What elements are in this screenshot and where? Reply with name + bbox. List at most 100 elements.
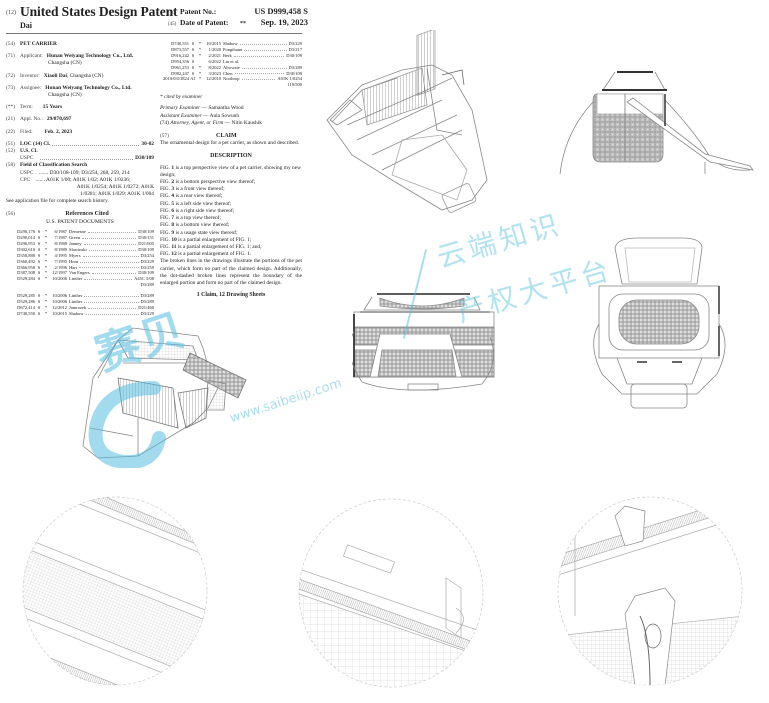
ref-patent-number: D954,356 <box>171 58 189 64</box>
ref-star: * <box>44 304 48 310</box>
fig-number: 9 <box>171 229 175 236</box>
ref-patent-number: D366,958 <box>17 264 35 270</box>
patent-date: Sep. 19, 2023 <box>260 17 308 27</box>
fig-number: 3 <box>171 186 175 193</box>
ref-star: * <box>44 246 48 252</box>
ref-kind: A1 <box>190 76 196 82</box>
references-subheading: U.S. PATENT DOCUMENTS <box>46 218 114 225</box>
field-inventor: (72) Inventor:Xiaoli Dai, Changsha (CN) <box>6 73 154 80</box>
figure-list: FIG. 1 is a top perspective view of a pe… <box>160 165 302 259</box>
fig-text: is a partial enlargement of FIG. 1; <box>178 236 252 243</box>
uspc-label: USPC <box>20 169 34 176</box>
ref-star: * <box>198 70 202 76</box>
ref-star: * <box>44 229 48 235</box>
ref-class: D30/109 <box>286 52 302 58</box>
ref-date: 2/1996 <box>54 264 67 270</box>
ref-class: D3/289 <box>140 293 155 299</box>
doc-type-title: United States Design Patent <box>20 4 178 19</box>
fig-prefix: FIG. <box>160 215 171 222</box>
ref-name: Green <box>69 234 80 240</box>
appl-no-value: 29/870,697 <box>46 116 72 123</box>
ref-star: * <box>198 46 202 52</box>
ref-date: 12/1997 <box>52 270 67 276</box>
ref-star: * <box>44 276 48 282</box>
fig-number: 5 <box>171 200 175 207</box>
figure-description: FIG. 4 is a rear view thereof; <box>160 193 302 200</box>
field-search: (58) Field of Classification Search USPC… <box>6 162 154 205</box>
figure-description: FIG. 12 is a partial enlargement of FIG.… <box>160 251 302 258</box>
description-heading: DESCRIPTION <box>210 153 252 160</box>
ref-patent-number: D296,953 <box>17 240 35 246</box>
ref-star: * <box>44 299 48 305</box>
ref-name: Alrowaie <box>223 64 240 70</box>
ref-star: * <box>198 64 202 70</box>
fig-prefix: FIG. <box>160 164 171 171</box>
fig-text: is a front view thereof; <box>175 186 225 193</box>
cpc-line: A01K 1/00; A01K 1/02; A01K 1/0236; <box>46 176 131 183</box>
fig-number: 1 <box>171 164 175 171</box>
figure-description: FIG. 7 is a top view thereof; <box>160 215 302 222</box>
ref-patent-number: D358,888 <box>17 252 35 258</box>
ref-kind: S <box>191 46 195 52</box>
ref-kind: S <box>37 258 41 264</box>
ref-class: D3/229 <box>288 41 303 46</box>
ref-patent-number: D360,492 <box>17 258 35 264</box>
ref-patent-number: D290,014 <box>17 234 35 240</box>
ref-date: 12/2012 <box>52 304 67 310</box>
field-title: (54) PET CARRIER <box>6 41 154 48</box>
ref-patent-number: D916,242 <box>171 52 189 58</box>
ref-name: Berk <box>223 52 232 58</box>
filed-date: Feb. 2, 2023 <box>44 128 73 135</box>
ref-star: * <box>44 258 48 264</box>
ref-patent-number: D290,176 <box>17 229 35 235</box>
fig-number: 4 <box>171 193 175 200</box>
ref-kind: S <box>37 304 41 310</box>
ref-name: Linther <box>69 299 83 305</box>
applicant-name: Hunan Weiyang Technology Co., Ltd. <box>46 53 134 60</box>
fig-prefix: FIG. <box>160 179 171 186</box>
ref-date: 6/1987 <box>54 229 67 235</box>
ref-date: 4/1995 <box>54 252 67 258</box>
fig-prefix: FIG. <box>160 243 171 250</box>
ref-kind: S <box>37 246 41 252</box>
ref-kind: S <box>191 70 195 76</box>
cpc-label: CPC <box>20 176 31 183</box>
ref-name: Janney <box>69 240 82 246</box>
patent-no-label: Patent No.: <box>180 7 217 16</box>
ref-date: 10/2006 <box>52 276 67 282</box>
loc-value: 30-02 <box>141 140 154 147</box>
ref-class: D3/289 <box>288 64 303 70</box>
claims-summary: 1 Claim, 12 Drawing Sheets <box>196 292 266 299</box>
attorney-label: Attorney, Agent, or Firm <box>170 119 224 126</box>
ref-class: D3/254 <box>140 252 155 258</box>
fig-number: 2 <box>171 179 175 186</box>
ref-class: D30/109 <box>286 70 302 76</box>
field-code: (22) <box>6 128 15 135</box>
ref-class: D30/109 <box>138 270 154 276</box>
claim-heading: CLAIM <box>216 133 237 140</box>
fig-prefix: FIG. <box>160 236 171 243</box>
drawing-enlargement-zipper <box>296 498 486 688</box>
field-appl-no: (21) Appl. No.:29/870,697 <box>6 116 154 123</box>
ref-date: 2/2021 <box>208 52 221 58</box>
bibliographic-column: (54) PET CARRIER (71) Applicant:Hunan We… <box>6 41 154 317</box>
fig-prefix: FIG. <box>160 186 171 193</box>
ref-star: * <box>44 252 48 258</box>
cpc-line: 1/0281; A01K 1/029; A01K 1/004 <box>80 191 154 198</box>
ref-star: * <box>44 293 48 299</box>
field-label: Field of Classification Search <box>20 162 88 169</box>
fig-text: is a bottom view thereof; <box>175 222 230 229</box>
fig-prefix: FIG. <box>160 207 171 214</box>
ref-class: D30/109 <box>138 229 154 235</box>
field-code: (51) <box>6 140 15 147</box>
